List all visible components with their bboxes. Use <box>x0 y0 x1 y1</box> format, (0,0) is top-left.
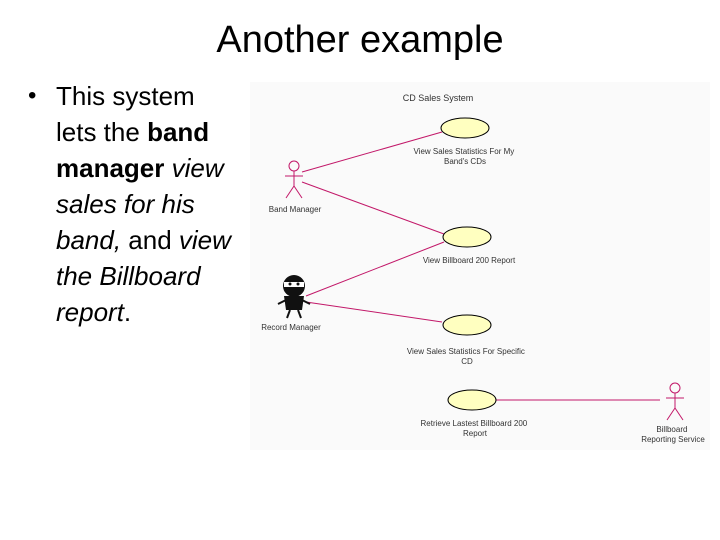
use-case-view-billboard <box>442 226 492 248</box>
association-band-manager-view-billboard <box>301 181 445 235</box>
use-case-label-view-specific: View Sales Statistics For Specific CD <box>407 347 527 366</box>
use-case-label-retrieve-billboard: Retrieve Lastest Billboard 200 Report <box>421 419 530 438</box>
bullet-marker: • <box>28 82 37 109</box>
association-record-manager-view-billboard <box>305 241 445 297</box>
association-record-manager-view-specific <box>305 301 443 323</box>
bullet-text-view-billboard: view the Billboard report <box>56 225 231 327</box>
bullet-text-intro: This system lets the <box>56 81 195 147</box>
use-case-view-specific <box>442 314 492 336</box>
use-case-retrieve-billboard <box>447 389 497 411</box>
associations <box>301 131 660 401</box>
use-case-label-view-billboard: View Billboard 200 Report <box>423 256 516 265</box>
use-cases <box>440 117 497 411</box>
use-case-label-view-band-stats: View Sales Statistics For My Band's CDs <box>413 147 516 166</box>
actor-label-billboard-service: Billboard Reporting Service <box>641 425 705 444</box>
use-case-view-band-stats <box>440 117 490 139</box>
actor-band-manager-icon <box>285 160 303 199</box>
bullet-text-view-sales: view sales for his band, <box>56 153 224 255</box>
bullet-text-band-manager: band manager <box>56 117 210 183</box>
actor-label-band-manager: Band Manager <box>269 205 322 214</box>
bullet-text-and: and <box>121 225 179 255</box>
slide-title: Another example <box>216 19 504 61</box>
actor-label-record-manager: Record Manager <box>261 323 321 332</box>
actor-record-manager-icon <box>277 275 311 319</box>
use-case-diagram: CD Sales System View Sales Statistics Fo… <box>250 82 710 450</box>
actor-billboard-service-icon <box>666 382 684 421</box>
bullet-list: • This system lets the band manager view… <box>28 78 238 330</box>
association-band-manager-view-stats <box>301 131 443 173</box>
bullet-item: This system lets the band manager view s… <box>56 81 231 327</box>
system-title: CD Sales System <box>403 93 474 103</box>
